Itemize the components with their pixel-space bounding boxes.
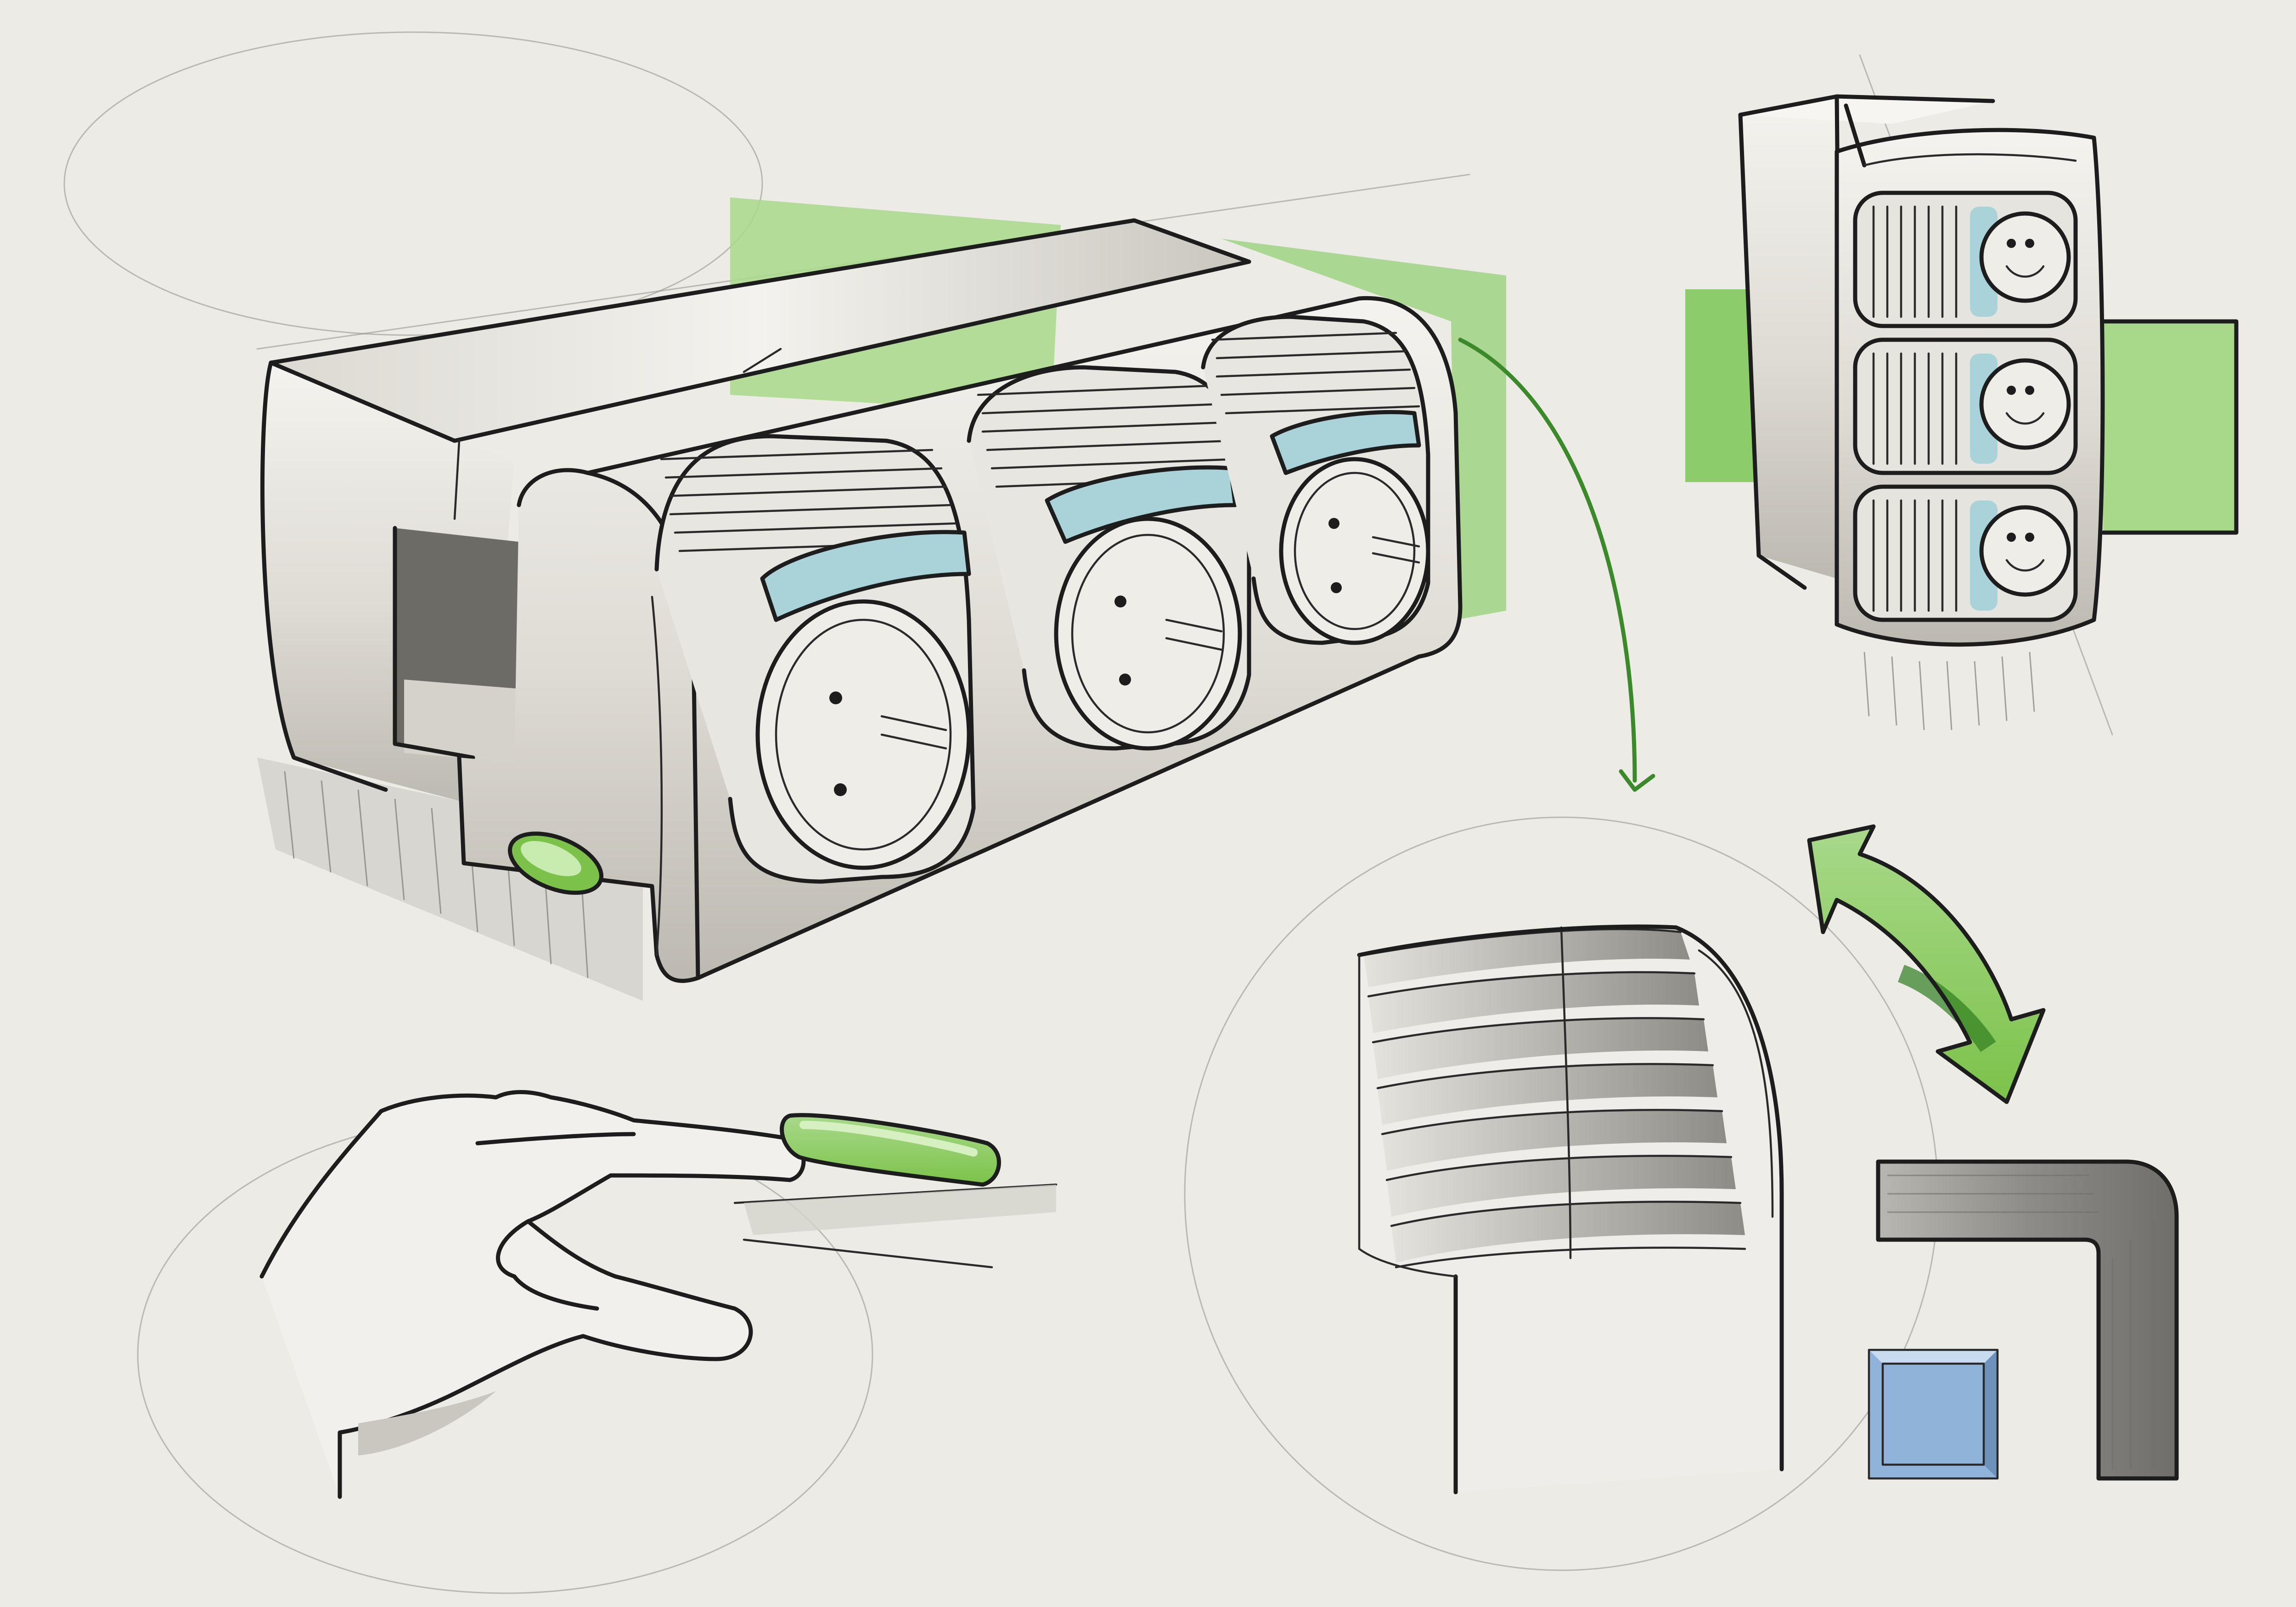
- steel-corner-sample: [1876, 1159, 2179, 1481]
- vertical-configuration-sketch: [1685, 94, 2239, 730]
- socket-bay-3: [1201, 315, 1430, 645]
- green-backdrop-panel-right: [1221, 239, 1506, 620]
- blue-material-swatch: [1868, 1349, 1999, 1480]
- socket-bay-2: [967, 365, 1251, 751]
- green-backdrop-right: [2103, 321, 2236, 533]
- rotation-motion-arrow: [1458, 337, 1637, 783]
- indicator-window-2: [1047, 467, 1235, 542]
- vertical-outlet-3[interactable]: [1981, 507, 2069, 595]
- socket-outlet-3[interactable]: [1281, 459, 1428, 643]
- vertical-socket-1: [1853, 191, 2078, 328]
- rotate-arrow-icon: [1807, 824, 2046, 1104]
- vertical-outlet-2[interactable]: [1981, 360, 2069, 448]
- green-backdrop-left: [1685, 289, 1759, 482]
- hand-switch-button[interactable]: [780, 1113, 1001, 1187]
- louver-slats-1: [660, 449, 961, 552]
- socket-outlet-1[interactable]: [758, 601, 969, 868]
- indicator-window-3: [1272, 412, 1419, 473]
- vertical-ground-shadow: [1863, 652, 2035, 730]
- rear-housing-top: [271, 220, 1249, 441]
- material-samples: [1868, 1159, 2179, 1481]
- surface-edge: [733, 1183, 1058, 1204]
- hand-outline: [259, 1090, 806, 1499]
- power-switch[interactable]: [501, 822, 610, 905]
- vertical-socket-2: [1853, 337, 2078, 475]
- hand-switch-detail: [259, 1090, 1058, 1499]
- main-power-strip-sketch: [257, 197, 1655, 1001]
- vertical-outlet-1[interactable]: [1981, 214, 2069, 301]
- louver-slats-2: [977, 384, 1241, 488]
- louver-closeup-detail: [1357, 924, 1784, 1495]
- socket-bay-1: [654, 434, 976, 884]
- vertical-socket-3: [1853, 484, 2078, 622]
- louver-slat-stack: [1364, 929, 1745, 1263]
- socket-outlet-2[interactable]: [1056, 519, 1240, 748]
- louver-slats-3: [1211, 332, 1420, 415]
